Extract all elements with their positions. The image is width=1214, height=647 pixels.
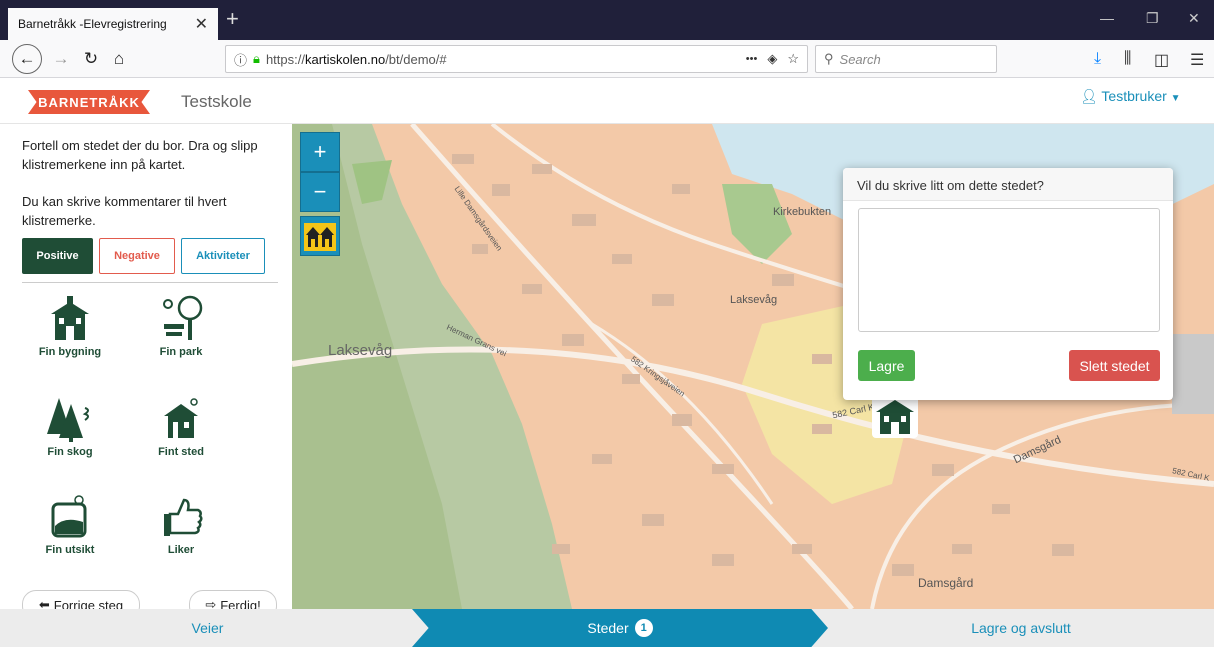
pocket-icon[interactable]: ◈	[767, 51, 778, 66]
previous-step-label: Forrige steg	[53, 597, 124, 610]
sticker-fint-sted[interactable]: Fint sted	[131, 394, 231, 458]
sticker-fin-bygning[interactable]: Fin bygning	[20, 294, 120, 358]
tab-close-icon[interactable]: ✕	[194, 16, 208, 33]
search-input[interactable]: ⚲ Search	[815, 45, 997, 73]
info-icon[interactable]: ⓘ	[234, 52, 248, 68]
thumbs-up-icon	[164, 498, 203, 536]
building-icon	[51, 296, 89, 340]
comment-popup: Vil du skrive litt om dette stedet? Lagr…	[843, 168, 1173, 400]
map-label-laksevag-small: Laksevåg	[730, 294, 778, 306]
building-icon	[876, 400, 914, 434]
app-header: BARNETRÅKK Testskole 👤︎ Testbruker ▼	[0, 78, 1214, 124]
browser-tab[interactable]: Barnetråkk -Elevregistrering ✕	[8, 8, 218, 40]
done-label: Ferdig!	[220, 597, 261, 610]
nav-bar: ← → ↻ ⌂ ⓘ 🔒︎ https://kartiskolen.no/bt/d…	[0, 40, 1214, 78]
forest-icon	[47, 398, 89, 442]
zoom-out-button[interactable]: −	[300, 172, 340, 212]
user-icon: 👤︎	[1080, 88, 1098, 104]
previous-step-button[interactable]: ⬅ Forrige steg	[22, 590, 140, 609]
url-path: /bt/demo/#	[385, 51, 447, 67]
search-placeholder: Search	[839, 51, 881, 67]
tab-bar: Barnetråkk -Elevregistrering ✕ + — ❐ ✕	[0, 0, 1214, 40]
step-navigation: Veier Steder 1 Lagre og avslutt	[0, 609, 1214, 647]
house-icon	[164, 398, 198, 438]
delete-place-button[interactable]: Slett stedet	[1069, 350, 1160, 381]
step-roads[interactable]: Veier	[191, 620, 224, 636]
step-save-exit[interactable]: Lagre og avslutt	[971, 620, 1071, 636]
popup-title: Vil du skrive litt om dette stedet?	[843, 168, 1173, 201]
sticker-label: Fin utsikt	[45, 544, 95, 556]
view-icon	[51, 495, 87, 538]
user-name: Testbruker	[1101, 88, 1167, 104]
category-negative-button[interactable]: Negative	[99, 238, 175, 274]
minimize-icon[interactable]: —	[1100, 10, 1114, 26]
tab-title: Barnetråkk -Elevregistrering	[18, 17, 167, 31]
school-name: Testskole	[181, 92, 252, 111]
library-icon[interactable]: ⫼	[1124, 50, 1132, 67]
caret-down-icon: ▼	[1170, 93, 1181, 104]
sidebar: Fortell om stedet der du bor. Dra og sli…	[0, 124, 292, 609]
map-label-kirkebukten: Kirkebukten	[773, 206, 832, 218]
bookmark-star-icon[interactable]: ☆	[787, 51, 799, 66]
close-window-icon[interactable]: ✕	[1188, 10, 1200, 26]
map-label-damsgard-bottom: Damsgård	[918, 576, 974, 590]
map-label-laksevag-big: Laksevåg	[328, 342, 393, 359]
menu-icon[interactable]: ☰	[1190, 52, 1205, 69]
url-prefix: https://	[265, 51, 305, 67]
exit-icon: ⇨	[205, 597, 217, 609]
home-icon[interactable]: ⌂	[113, 49, 125, 68]
new-tab-icon[interactable]: +	[226, 6, 239, 31]
sticker-fin-skog[interactable]: Fin skog	[20, 394, 120, 458]
category-activities-button[interactable]: Aktiviteter	[181, 238, 265, 274]
forward-arrow-icon[interactable]: →	[52, 49, 70, 68]
url-bar[interactable]: ⓘ 🔒︎ https://kartiskolen.no/bt/demo/# ••…	[225, 45, 808, 73]
user-menu[interactable]: 👤︎ Testbruker ▼	[1080, 88, 1181, 105]
divider	[22, 282, 278, 283]
page-actions-icon[interactable]: •••	[745, 53, 758, 65]
sticker-label: Fint sted	[158, 446, 204, 458]
sticker-layer-button[interactable]	[300, 216, 340, 256]
places-count-badge: 1	[634, 619, 653, 637]
sticker-fin-utsikt[interactable]: Fin utsikt	[20, 492, 120, 556]
zoom-in-button[interactable]: +	[300, 132, 340, 172]
park-icon	[163, 295, 203, 340]
sticker-label: Liker	[167, 544, 195, 556]
restore-icon[interactable]: ❐	[1146, 10, 1159, 26]
sidebar-toggle-icon[interactable]: ◫	[1154, 52, 1170, 69]
done-button[interactable]: ⇨ Ferdig!	[189, 590, 277, 609]
step-places-label: Steder	[587, 620, 629, 636]
download-icon[interactable]: ⤓	[1094, 50, 1102, 67]
search-icon: ⚲	[824, 51, 834, 66]
step-places[interactable]: Steder 1	[412, 609, 828, 647]
instruction-text-2: Du kan skrive kommentarer til hvert klis…	[22, 194, 227, 228]
comment-textarea[interactable]	[858, 208, 1160, 332]
save-button[interactable]: Lagre	[858, 350, 915, 381]
sticker-liker[interactable]: Liker	[131, 492, 231, 556]
back-arrow-icon[interactable]: ←	[12, 44, 42, 74]
category-positive-button[interactable]: Positive	[22, 238, 93, 274]
sticker-label: Fin park	[159, 346, 203, 358]
sticker-label: Fin skog	[47, 446, 93, 458]
sticker-fin-park[interactable]: Fin park	[131, 294, 231, 358]
sticker-label: Fin bygning	[38, 346, 102, 358]
arrow-left-icon: ⬅	[38, 597, 50, 609]
instruction-text-1: Fortell om stedet der du bor. Dra og sli…	[22, 138, 258, 172]
placed-sticker-marker[interactable]	[872, 396, 918, 438]
url-domain: kartiskolen.no	[304, 51, 386, 67]
url-text: https://kartiskolen.no/bt/demo/#	[266, 52, 746, 67]
houses-icon	[304, 223, 336, 251]
reload-icon[interactable]: ↻	[83, 49, 99, 68]
barnetrakk-logo[interactable]: BARNETRÅKK	[28, 90, 150, 114]
lock-icon[interactable]: 🔒︎	[253, 51, 260, 66]
instructions: Fortell om stedet der du bor. Dra og sli…	[22, 136, 280, 248]
